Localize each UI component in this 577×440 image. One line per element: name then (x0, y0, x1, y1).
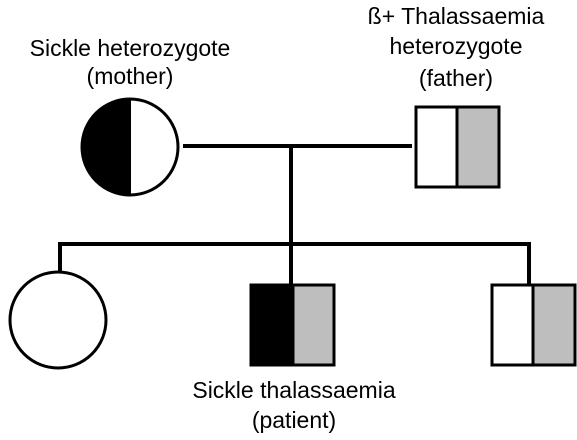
child3-normal-half (492, 285, 533, 365)
patient-label-line1: Sickle thalassaemia (192, 377, 395, 403)
child3-symbol (490, 283, 577, 367)
pedigree-lines (58, 144, 531, 285)
father-thal-half (457, 107, 499, 187)
father-symbol (414, 105, 501, 189)
patient-sickle-half (251, 285, 293, 365)
patient-thal-half (293, 285, 334, 365)
patient-label-line2: (patient) (252, 407, 336, 433)
child1-outline (8, 270, 108, 370)
father-label-line1: ß+ Thalassaemia (368, 3, 545, 29)
child3-thal-half (533, 285, 575, 365)
father-normal-half (416, 107, 457, 187)
patient-symbol (249, 283, 336, 367)
father-label-line3: (father) (419, 65, 493, 91)
mother-label-line2: (mother) (87, 63, 174, 89)
mother-symbol (80, 97, 180, 197)
mother-normal-half (130, 99, 178, 195)
father-label-line2: heterozygote (390, 33, 523, 59)
mother-sickle-half (82, 99, 130, 195)
child1-symbol (8, 270, 108, 370)
mother-label-line1: Sickle heterozygote (30, 35, 231, 61)
